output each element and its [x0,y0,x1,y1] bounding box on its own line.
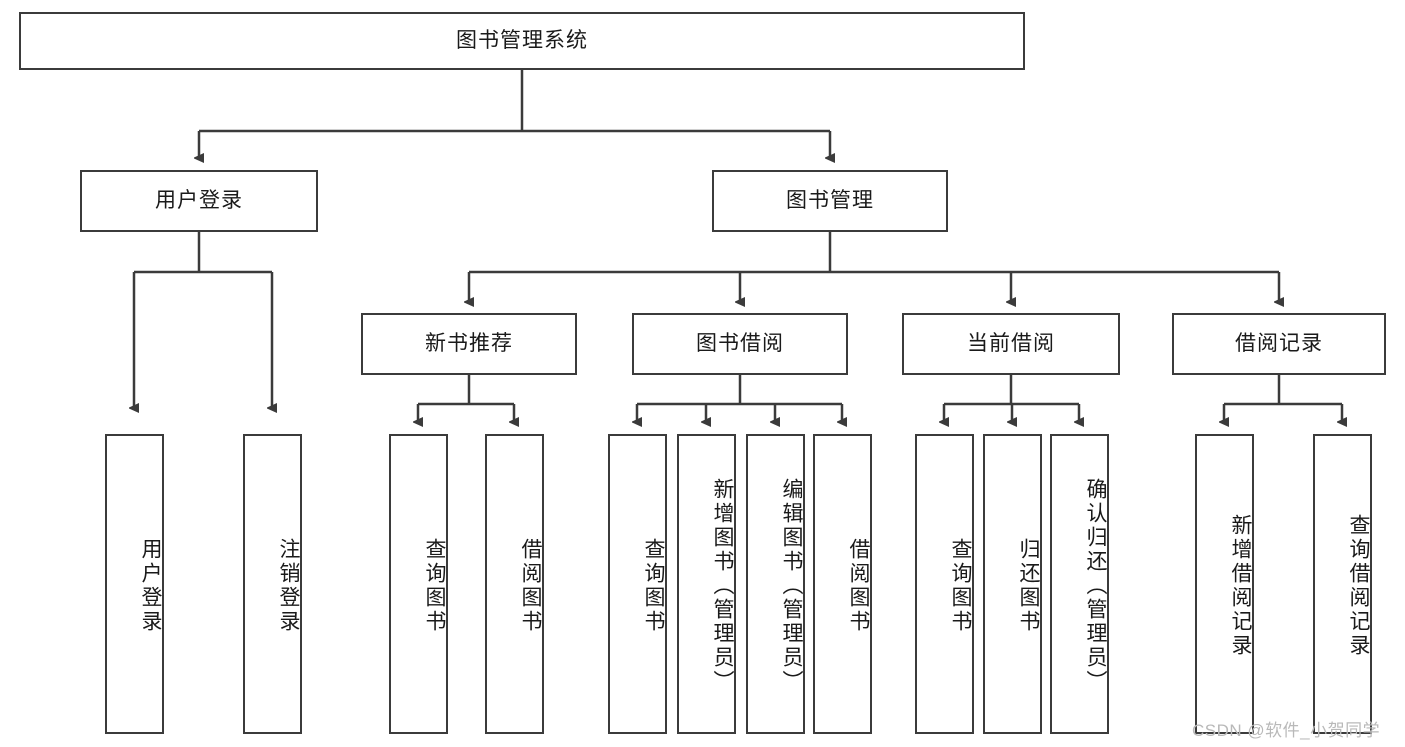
node-leaf-logout-login[interactable]: 注销登录 [243,434,302,734]
node-new-book-recommend[interactable]: 新书推荐 [361,313,577,375]
node-leaf-query-book-1[interactable]: 查询图书 [389,434,448,734]
node-leaf-borrow-book-2[interactable]: 借阅图书 [813,434,872,734]
node-leaf-logout-login-label: 注销登录 [277,538,300,634]
node-user-login[interactable]: 用户登录 [80,170,318,232]
node-leaf-confirm-return-label: 确认归还（管理员） [1084,478,1107,694]
node-leaf-return-book-label: 归还图书 [1017,538,1040,634]
node-leaf-add-record[interactable]: 新增借阅记录 [1195,434,1254,734]
node-leaf-query-record-label: 查询借阅记录 [1347,514,1370,658]
node-leaf-query-record[interactable]: 查询借阅记录 [1313,434,1372,734]
node-leaf-edit-book-label: 编辑图书（管理员） [780,478,803,694]
node-leaf-query-book-3[interactable]: 查询图书 [915,434,974,734]
node-leaf-user-login-label: 用户登录 [139,538,162,634]
node-leaf-add-book-label: 新增图书（管理员） [711,478,734,694]
node-leaf-borrow-book-1-label: 借阅图书 [519,538,542,634]
node-user-login-label: 用户登录 [155,189,243,213]
node-leaf-add-book[interactable]: 新增图书（管理员） [677,434,736,734]
node-leaf-confirm-return[interactable]: 确认归还（管理员） [1050,434,1109,734]
node-leaf-return-book[interactable]: 归还图书 [983,434,1042,734]
node-book-manage[interactable]: 图书管理 [712,170,948,232]
node-leaf-borrow-book-2-label: 借阅图书 [847,538,870,634]
node-leaf-borrow-book-1[interactable]: 借阅图书 [485,434,544,734]
node-borrow-record-label: 借阅记录 [1235,332,1323,356]
node-leaf-query-book-3-label: 查询图书 [949,538,972,634]
node-leaf-query-book-1-label: 查询图书 [423,538,446,634]
node-leaf-edit-book[interactable]: 编辑图书（管理员） [746,434,805,734]
node-borrow-record[interactable]: 借阅记录 [1172,313,1386,375]
node-leaf-add-record-label: 新增借阅记录 [1229,514,1252,658]
node-current-borrow[interactable]: 当前借阅 [902,313,1120,375]
node-current-borrow-label: 当前借阅 [967,332,1055,356]
node-book-manage-label: 图书管理 [786,189,874,213]
node-new-book-recommend-label: 新书推荐 [425,332,513,356]
node-root-label: 图书管理系统 [456,29,588,53]
node-leaf-user-login[interactable]: 用户登录 [105,434,164,734]
node-leaf-query-book-2[interactable]: 查询图书 [608,434,667,734]
node-leaf-query-book-2-label: 查询图书 [642,538,665,634]
csdn-watermark: CSDN @软件_小贺同学 [1192,721,1381,740]
node-book-borrow-label: 图书借阅 [696,332,784,356]
node-root[interactable]: 图书管理系统 [19,12,1025,70]
node-book-borrow[interactable]: 图书借阅 [632,313,848,375]
